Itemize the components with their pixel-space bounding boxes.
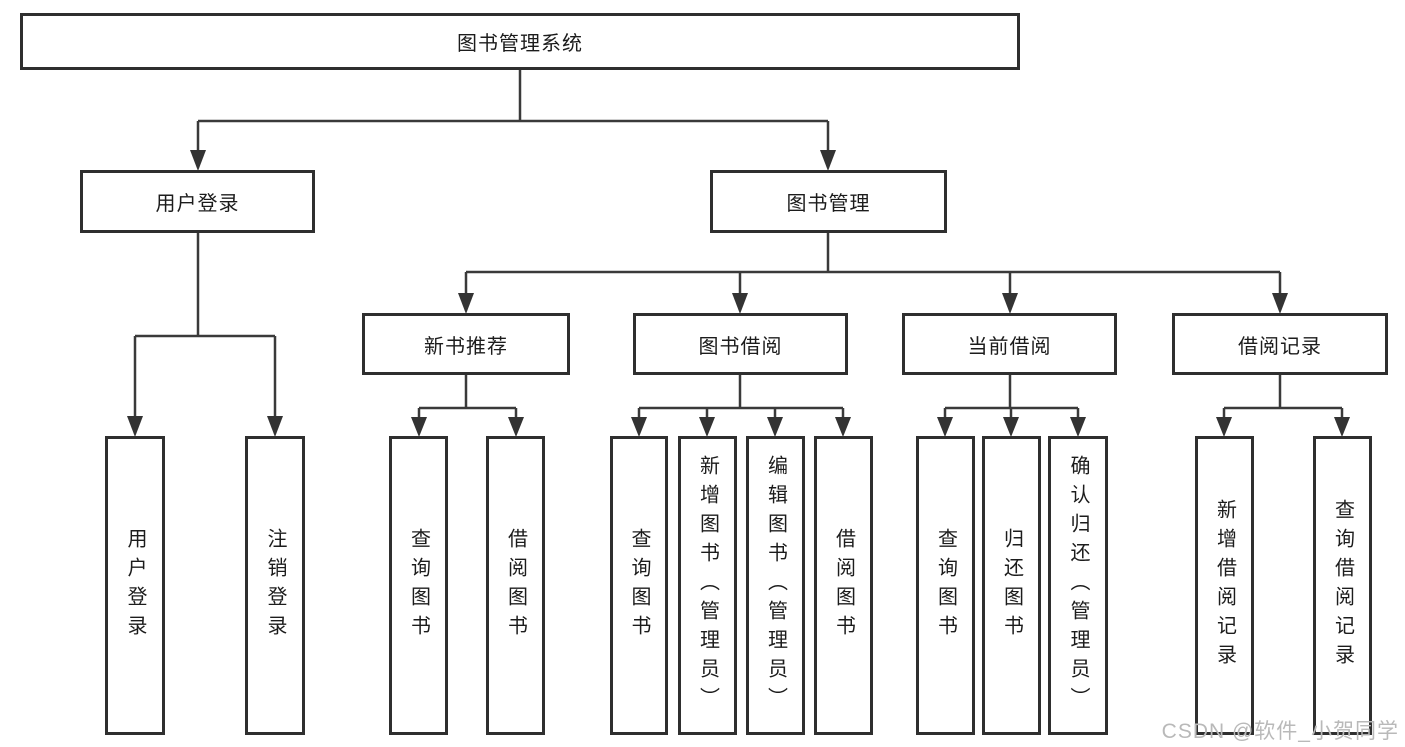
leaf-borrow-add: 新增图书（管理员） — [678, 436, 737, 735]
node-book-borrow: 图书借阅 — [633, 313, 848, 375]
leaf-logout: 注销登录 — [245, 436, 305, 735]
node-new-book-recommend: 新书推荐 — [362, 313, 570, 375]
node-new-book-recommend-label: 新书推荐 — [424, 335, 508, 358]
leaf-borrow-edit-label: 编辑图书（管理员） — [764, 455, 787, 716]
leaf-newbook-borrow: 借阅图书 — [486, 436, 545, 735]
node-book-management: 图书管理 — [710, 170, 947, 233]
leaf-current-query: 查询图书 — [916, 436, 975, 735]
leaf-current-confirm-label: 确认归还（管理员） — [1067, 455, 1089, 716]
leaf-current-return-label: 归还图书 — [1000, 527, 1023, 644]
node-user-login-label: 用户登录 — [155, 193, 240, 215]
leaf-newbook-query: 查询图书 — [389, 436, 448, 735]
node-book-borrow-label: 图书借阅 — [698, 335, 783, 358]
leaf-borrow-borrow-label: 借阅图书 — [832, 527, 855, 644]
csdn-watermark: CSDN @软件_小贺同学 — [1161, 720, 1399, 743]
leaf-borrow-edit: 编辑图书（管理员） — [746, 436, 805, 735]
leaf-newbook-query-label: 查询图书 — [407, 527, 430, 644]
node-root-label: 图书管理系统 — [457, 33, 583, 55]
node-current-borrow-label: 当前借阅 — [967, 335, 1052, 358]
leaf-borrow-query-label: 查询图书 — [628, 527, 650, 644]
leaf-newbook-borrow-label: 借阅图书 — [504, 527, 527, 644]
leaf-records-add: 新增借阅记录 — [1195, 436, 1254, 735]
leaf-logout-label: 注销登录 — [264, 527, 286, 644]
leaf-current-return: 归还图书 — [982, 436, 1041, 735]
leaf-borrow-borrow: 借阅图书 — [814, 436, 873, 735]
leaf-user-login-label: 用户登录 — [124, 527, 146, 644]
node-user-login: 用户登录 — [80, 170, 315, 233]
node-borrow-records-label: 借阅记录 — [1238, 335, 1322, 358]
leaf-user-login: 用户登录 — [105, 436, 165, 735]
leaf-current-confirm: 确认归还（管理员） — [1048, 436, 1108, 735]
leaf-records-add-label: 新增借阅记录 — [1213, 498, 1236, 673]
node-borrow-records: 借阅记录 — [1172, 313, 1388, 375]
leaf-borrow-query: 查询图书 — [610, 436, 668, 735]
node-current-borrow: 当前借阅 — [902, 313, 1117, 375]
node-root: 图书管理系统 — [20, 13, 1020, 70]
leaf-records-query: 查询借阅记录 — [1313, 436, 1372, 735]
node-book-management-label: 图书管理 — [786, 193, 871, 215]
leaf-current-query-label: 查询图书 — [934, 527, 957, 644]
leaf-records-query-label: 查询借阅记录 — [1331, 498, 1354, 673]
leaf-borrow-add-label: 新增图书（管理员） — [696, 455, 719, 716]
